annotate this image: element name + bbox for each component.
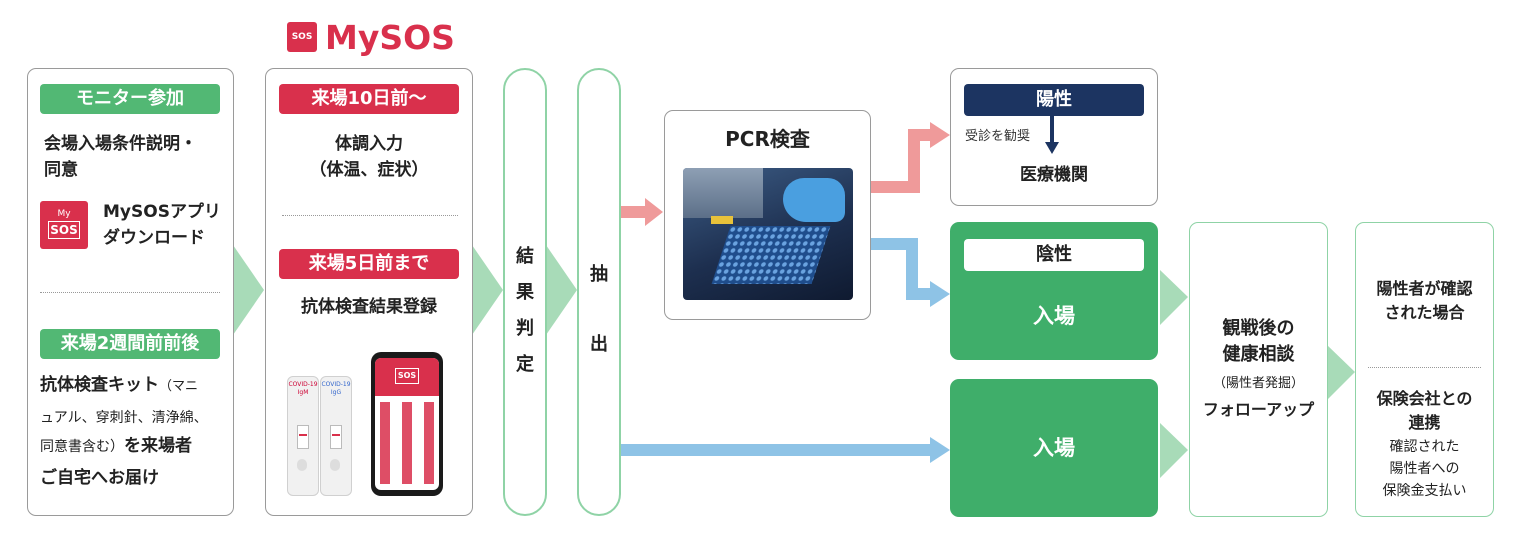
monitor-participation-label: モニター参加 (40, 84, 220, 114)
app-download-text-1: MySOSアプリ (103, 202, 221, 222)
positive-label: 陽性 (964, 84, 1144, 116)
pcr-test-title: PCR検査 (725, 127, 810, 151)
entry-condition-text-1: 会場入場条件説明・ (44, 134, 197, 154)
phone-grid (380, 402, 434, 484)
chevron-direct-followup (1160, 423, 1188, 478)
final-text-5: 確認された (1389, 439, 1460, 455)
kit-a-window (297, 425, 309, 449)
arrow-pcr-positive-head (930, 122, 950, 148)
arrow-extract-pcr-head (645, 198, 663, 226)
extract-char-2: 出 (590, 334, 608, 355)
kit-text-3a: 同意書含む） (40, 439, 124, 455)
pcr-plate (711, 226, 831, 284)
kit-b-label: COVID-19 IgG (321, 381, 351, 396)
extract-char-1: 抽 (590, 264, 608, 285)
judge-char-2: 果 (516, 282, 534, 303)
two-weeks-before-label: 来場2週間前前後 (40, 329, 220, 359)
final-text-4: 連携 (1408, 413, 1441, 432)
final-divider (1368, 367, 1481, 368)
kit-text-2: ュアル、穿刺針、清浄綿、 (40, 410, 208, 426)
extraction-text: 抽 出 (587, 240, 611, 380)
phone-logo: SOS (395, 368, 419, 384)
positive-down-arrow-head (1045, 142, 1059, 154)
final-text-2: された場合 (1384, 303, 1465, 322)
col2-divider (282, 215, 458, 216)
arrow-extract-direct-shaft (621, 444, 933, 456)
positive-down-arrow (1050, 116, 1054, 144)
app-icon-text: SOS (48, 221, 80, 239)
phone-screen: SOS (375, 358, 439, 490)
logo-badge: SOS (287, 22, 317, 52)
direct-entry-box (950, 379, 1158, 517)
antibody-result-text: 抗体検査結果登録 (301, 297, 437, 317)
chevron-neg-followup (1160, 270, 1188, 325)
kit-text-4: ご自宅へお届け (40, 468, 159, 488)
followup-text-3: （陽性者発掘） (1212, 376, 1304, 391)
arrow-pcr-negative-head (930, 281, 950, 307)
extraction-pill (577, 68, 621, 516)
kit-text-1b: （マニ (159, 379, 199, 394)
final-text-7: 保険金支払い (1382, 483, 1467, 499)
followup-box (1189, 222, 1328, 517)
result-judgement-pill (503, 68, 547, 516)
final-text-3: 保険会社との (1376, 389, 1473, 408)
logo-badge-text: SOS (291, 32, 313, 42)
kit-a-well (297, 459, 307, 471)
kit-text-3b: を来場者 (124, 436, 192, 456)
consult-recommend-note: 受診を勧奨 (965, 129, 1031, 144)
antibody-test-kit-b: COVID-19 IgG (320, 376, 352, 496)
health-input-text: 体調入力 (335, 134, 403, 154)
arrow-pcr-positive (871, 129, 932, 193)
judge-char-1: 結 (516, 246, 534, 267)
chevron-col2-judge (472, 245, 503, 335)
result-judgement-text: 結 果 判 定 (513, 239, 537, 383)
caution-label (711, 216, 733, 224)
negative-label: 陰性 (964, 239, 1144, 271)
entry-condition-text-2: 同意 (44, 160, 78, 180)
chevron-col1-col2 (233, 245, 264, 335)
pcr-machine-lid (683, 168, 763, 218)
pcr-lab-photo (683, 168, 853, 300)
kit-b-well (330, 459, 340, 471)
followup-text-4: フォローアップ (1202, 400, 1315, 419)
antibody-test-kit-a: COVID-19 IgM (287, 376, 319, 496)
mysos-app-icon: My SOS (40, 201, 88, 249)
app-download-text-2: ダウンロード (103, 228, 205, 248)
five-days-before-label: 来場5日前まで (279, 249, 459, 279)
phone-header: SOS (375, 358, 439, 396)
gloved-hand (783, 178, 845, 222)
negative-entry-text: 入場 (1033, 304, 1075, 328)
judge-char-4: 定 (516, 354, 534, 375)
kit-text-1: 抗体検査キット（マニ (40, 373, 198, 399)
health-input-detail: （体温、症状） (309, 160, 429, 180)
arrow-extract-pcr-shaft (621, 206, 645, 218)
judge-char-3: 判 (516, 318, 534, 339)
ten-days-before-label: 来場10日前〜 (279, 84, 459, 114)
followup-text-2: 健康相談 (1222, 344, 1295, 365)
kit-text-3: 同意書含む）を来場者 (40, 434, 192, 460)
col1-divider (40, 292, 220, 293)
kit-b-window (330, 425, 342, 449)
chevron-judge-extract (546, 245, 577, 335)
kit-text-1a: 抗体検査キット (40, 375, 159, 395)
final-text-1: 陽性者が確認 (1376, 279, 1473, 298)
smartphone-app-image: SOS (371, 352, 443, 496)
insurance-box (1355, 222, 1494, 517)
kit-a-label: COVID-19 IgM (288, 381, 318, 396)
final-text-6: 陽性者への (1389, 461, 1460, 477)
chevron-followup-final (1327, 345, 1355, 400)
arrow-pcr-negative (871, 238, 932, 300)
logo-text: MySOS (325, 18, 455, 57)
followup-text-1: 観戦後の (1222, 318, 1295, 339)
mysos-logo: SOS MySOS (285, 18, 455, 58)
direct-entry-text: 入場 (1033, 436, 1075, 460)
medical-institution-text: 医療機関 (1020, 165, 1088, 185)
app-icon-small-text: My (57, 209, 71, 219)
arrow-extract-direct-head (930, 437, 950, 463)
